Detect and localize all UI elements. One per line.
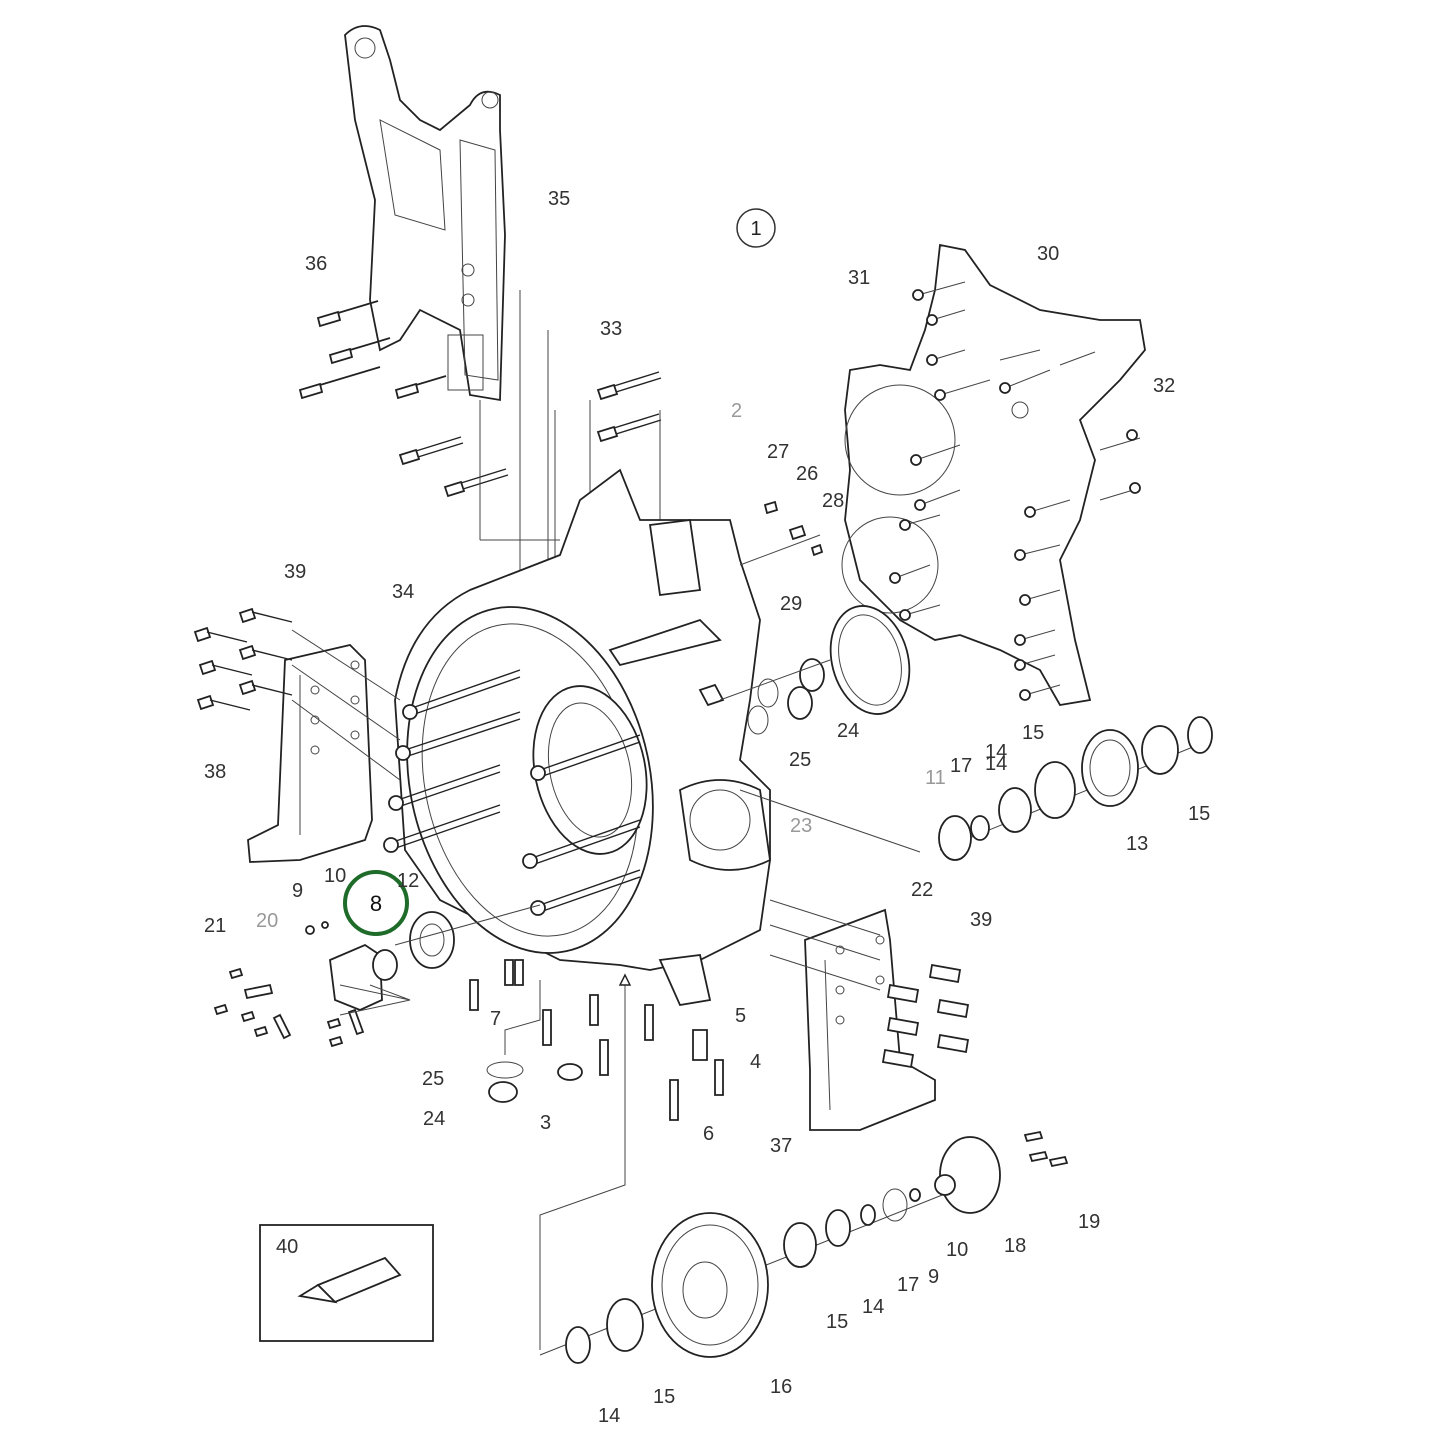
callout-label-18: 18 bbox=[1004, 1235, 1026, 1257]
callout-label-23: 23 bbox=[790, 815, 812, 837]
highlighted-callout-8[interactable]: 8 bbox=[343, 870, 409, 936]
callout-label-15: 15 bbox=[826, 1311, 848, 1333]
callout-label-39: 39 bbox=[970, 909, 992, 931]
bolts-39-right bbox=[769, 899, 970, 1069]
callout-label-21: 21 bbox=[204, 915, 226, 937]
callout-label-14: 14 bbox=[598, 1405, 620, 1427]
callout-label-4: 4 bbox=[750, 1051, 761, 1073]
callout-label-24: 24 bbox=[837, 720, 859, 742]
callout-label-2: 2 bbox=[731, 400, 742, 422]
highlighted-callout-text: 8 bbox=[370, 891, 382, 916]
callout-label-20: 20 bbox=[256, 910, 278, 932]
callout-label-16: 16 bbox=[770, 1376, 792, 1398]
callout-label-39: 39 bbox=[284, 561, 306, 583]
right-gear-assembly bbox=[739, 716, 1213, 861]
callout-label-12: 12 bbox=[397, 870, 419, 892]
long-bolts-34 bbox=[383, 669, 641, 916]
callout-label-14: 14 bbox=[985, 753, 1007, 775]
callout-label-15: 15 bbox=[1188, 803, 1210, 825]
callout-label-33: 33 bbox=[600, 318, 622, 340]
callout-label-26: 26 bbox=[796, 463, 818, 485]
callout-label-9: 9 bbox=[292, 880, 303, 902]
callout-label-19: 19 bbox=[1078, 1211, 1100, 1233]
right-support-37 bbox=[804, 908, 936, 1131]
bolts-39-left bbox=[193, 607, 401, 781]
upper-mount-bracket bbox=[344, 25, 506, 402]
callout-label-25: 25 bbox=[422, 1068, 444, 1090]
callout-label-11: 11 bbox=[925, 767, 946, 789]
callout-label-10: 10 bbox=[324, 865, 346, 887]
callout-label-34: 34 bbox=[392, 581, 414, 603]
callout-label-14: 14 bbox=[985, 741, 1007, 763]
lower-studs bbox=[469, 954, 724, 1121]
callout-label-3: 3 bbox=[540, 1112, 551, 1134]
callout-label-15: 15 bbox=[1022, 722, 1044, 744]
plate-bolts-31 bbox=[889, 281, 1141, 701]
seal-29 bbox=[829, 605, 911, 715]
bolts-33 bbox=[398, 371, 662, 498]
callout-label-13: 13 bbox=[1126, 833, 1148, 855]
callout-label-32: 32 bbox=[1153, 375, 1175, 397]
callout-label-36: 36 bbox=[305, 253, 327, 275]
bolts-36 bbox=[298, 300, 447, 400]
callout-label-17: 17 bbox=[950, 755, 972, 777]
pump-assembly-8 bbox=[213, 904, 541, 1048]
callout-label-17: 17 bbox=[897, 1274, 919, 1296]
callout-label-10: 10 bbox=[946, 1239, 968, 1261]
group-marker: 1 bbox=[736, 208, 776, 248]
callout-label-35: 35 bbox=[548, 188, 570, 210]
callout-label-14: 14 bbox=[862, 1296, 884, 1318]
callout-label-28: 28 bbox=[822, 490, 844, 512]
callout-label-5: 5 bbox=[735, 1005, 746, 1027]
callout-label-6: 6 bbox=[703, 1123, 714, 1145]
plugs-and-orings-upper bbox=[698, 658, 831, 735]
callout-label-9: 9 bbox=[928, 1266, 939, 1288]
inset-box-40: 40 bbox=[259, 1224, 434, 1342]
callout-label-25: 25 bbox=[789, 749, 811, 771]
callout-label-7: 7 bbox=[490, 1008, 501, 1030]
callout-label-31: 31 bbox=[848, 267, 870, 289]
callout-label-24: 24 bbox=[423, 1108, 445, 1130]
flywheel-housing bbox=[394, 468, 771, 971]
small-parts-26-28 bbox=[739, 500, 824, 566]
callout-labels: 3536332272628313032393429242538151417111… bbox=[204, 188, 1210, 1427]
group-marker-text: 1 bbox=[750, 218, 761, 240]
callout-label-27: 27 bbox=[767, 441, 789, 463]
callout-label-38: 38 bbox=[204, 761, 226, 783]
inset-label: 40 bbox=[276, 1236, 298, 1258]
callout-label-30: 30 bbox=[1037, 243, 1059, 265]
callout-label-37: 37 bbox=[770, 1135, 792, 1157]
lower-gear-assembly bbox=[539, 1130, 1069, 1364]
callout-label-22: 22 bbox=[911, 879, 933, 901]
callout-label-29: 29 bbox=[780, 593, 802, 615]
callout-label-15: 15 bbox=[653, 1386, 675, 1408]
